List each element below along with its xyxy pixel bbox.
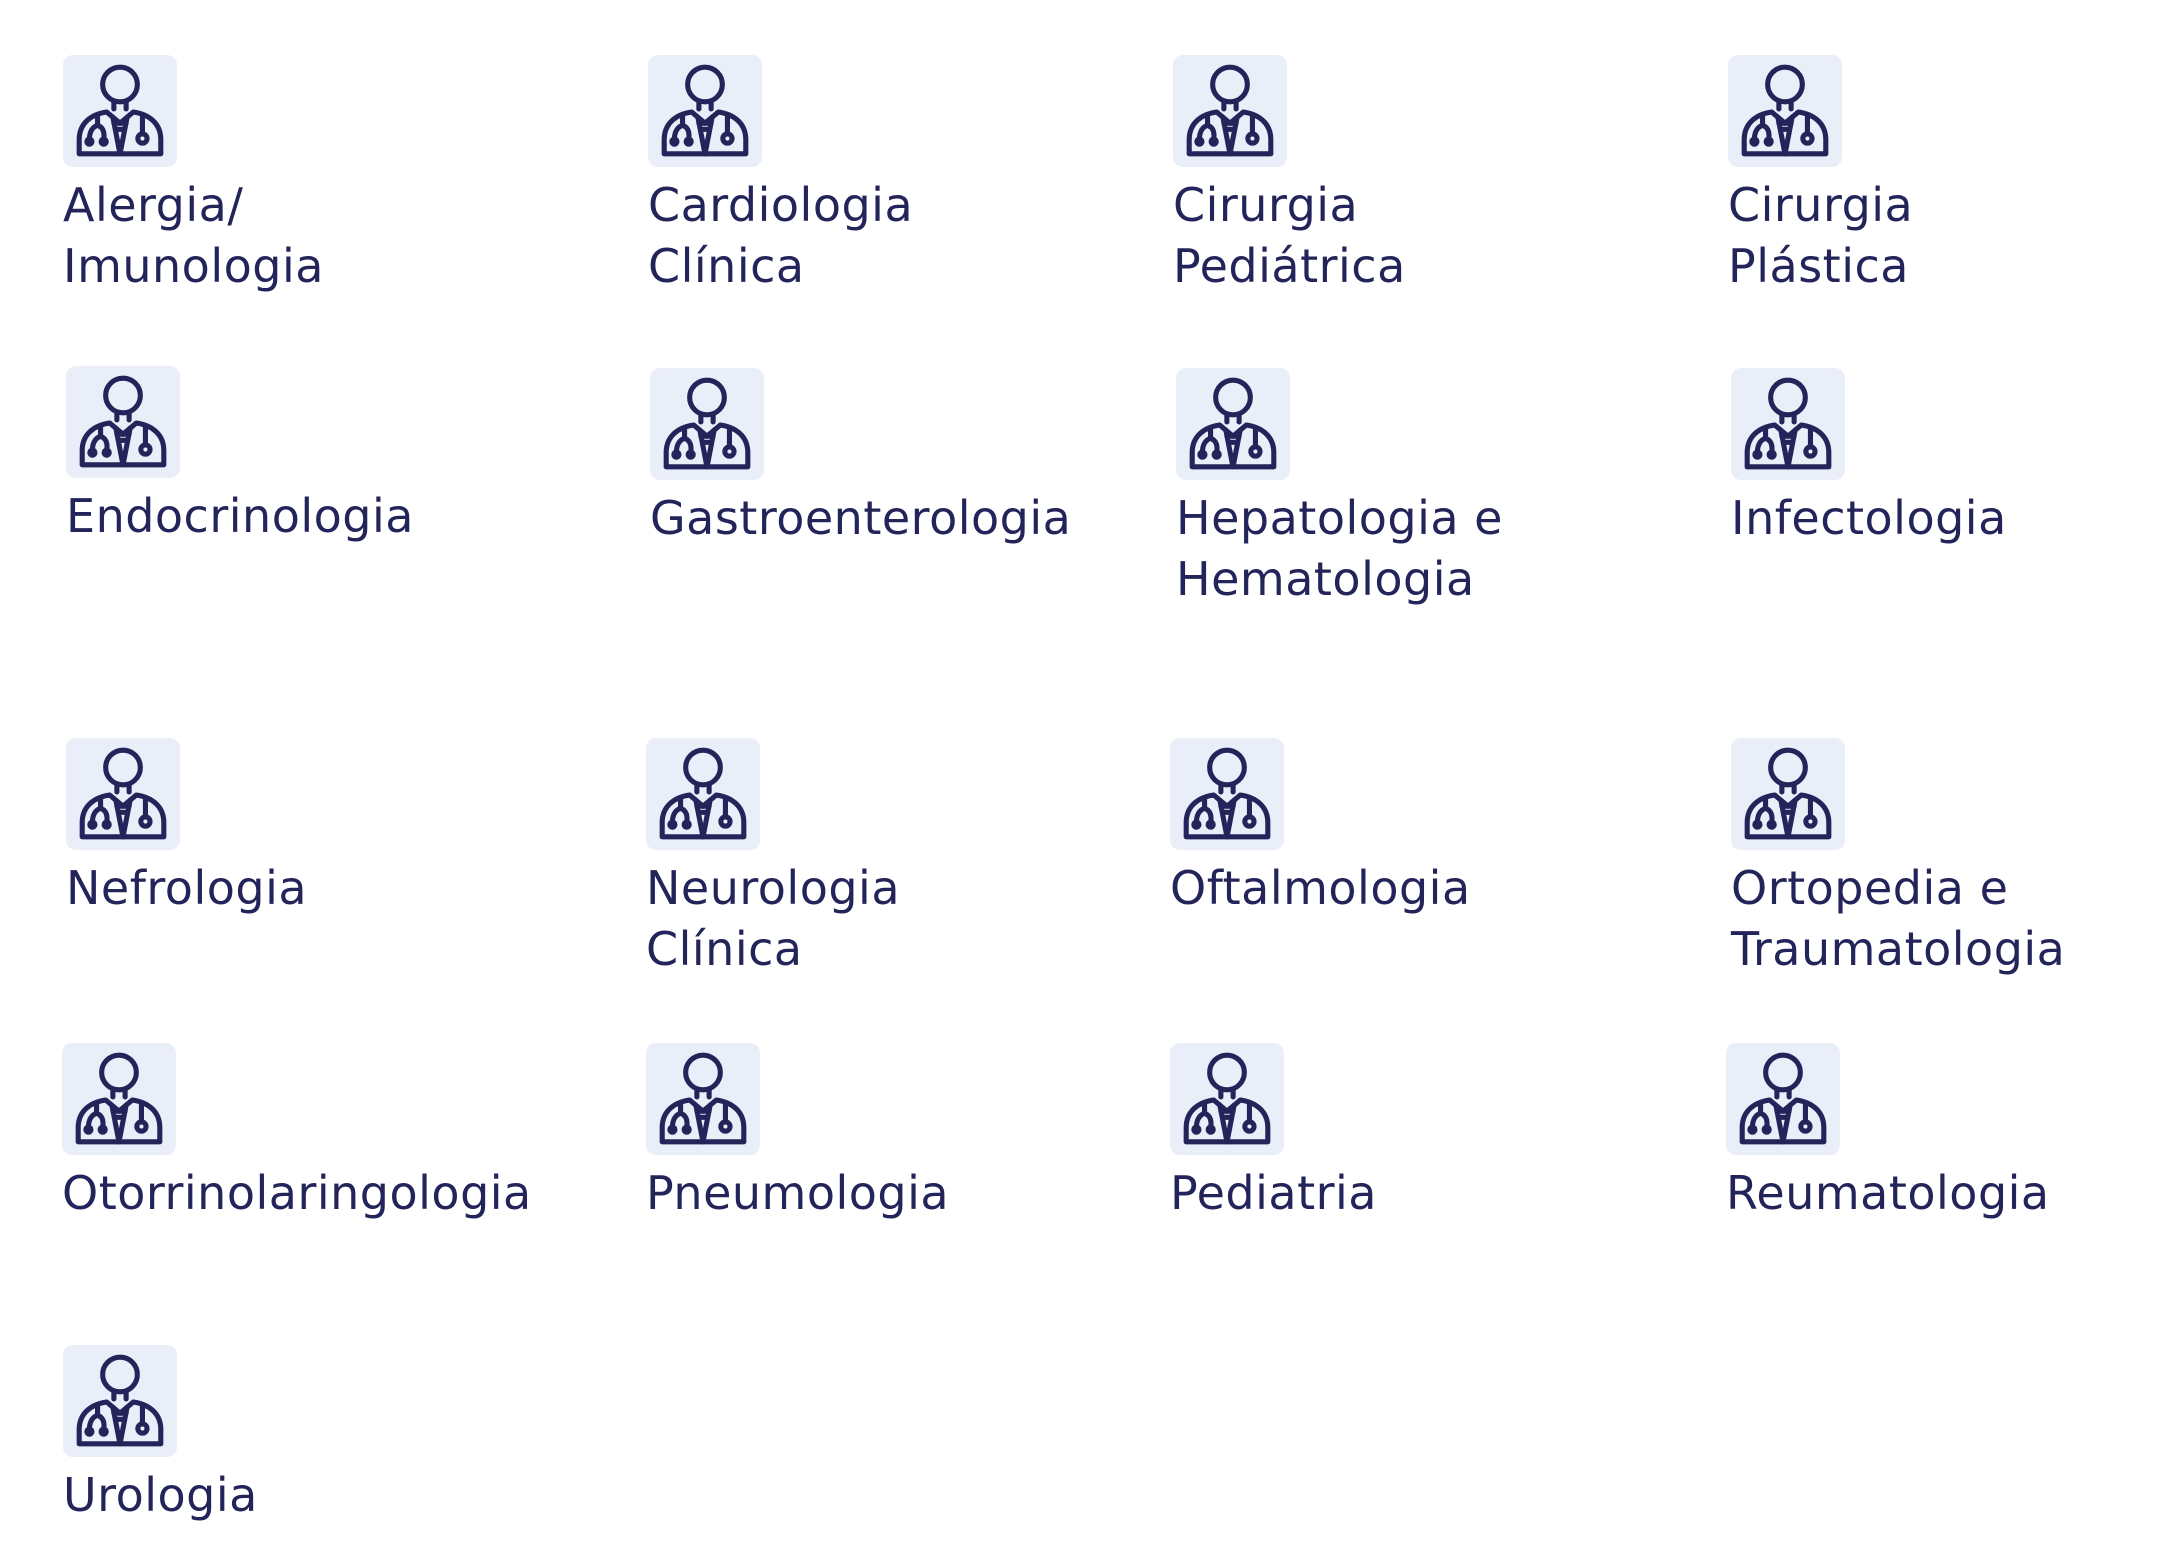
specialty-item[interactable]: Cardiologia Clínica [648, 55, 1168, 297]
doctor-icon-graphic [1183, 747, 1271, 840]
specialty-label: Endocrinologia [66, 489, 414, 543]
doctor-icon [66, 738, 180, 850]
doctor-icon-graphic [79, 747, 167, 840]
specialty-item[interactable]: Endocrinologia [66, 366, 586, 547]
doctor-icon-graphic [1739, 1052, 1827, 1145]
doctor-icon-graphic [1183, 1052, 1271, 1145]
doctor-icon [1176, 368, 1290, 480]
doctor-icon-graphic [1744, 377, 1832, 470]
specialty-item[interactable]: Gastroenterologia [650, 368, 1170, 549]
specialty-label: Reumatologia [1726, 1166, 2050, 1220]
specialty-label: Infectologia [1731, 491, 2007, 545]
specialty-label: Otorrinolaringologia [62, 1166, 532, 1220]
doctor-icon-graphic [76, 64, 164, 157]
specialty-label: Oftalmologia [1170, 861, 1471, 915]
doctor-icon [648, 55, 762, 167]
specialty-item[interactable]: Pneumologia [646, 1043, 1166, 1224]
doctor-icon-graphic [663, 377, 751, 470]
specialty-item[interactable]: Alergia/ Imunologia [63, 55, 583, 297]
doctor-icon [1731, 738, 1845, 850]
doctor-icon [1726, 1043, 1840, 1155]
specialty-item[interactable]: Cirurgia Pediátrica [1173, 55, 1693, 297]
doctor-icon [1170, 738, 1284, 850]
doctor-icon [646, 738, 760, 850]
specialty-label: Nefrologia [66, 861, 308, 915]
specialty-label: Pneumologia [646, 1166, 950, 1220]
specialty-item[interactable]: Ortopedia e Traumatologia [1731, 738, 2164, 980]
specialty-item[interactable]: Otorrinolaringologia [62, 1043, 582, 1224]
specialty-item[interactable]: Cirurgia Plástica [1728, 55, 2164, 297]
doctor-icon-graphic [79, 375, 167, 468]
doctor-icon [1170, 1043, 1284, 1155]
doctor-icon [1173, 55, 1287, 167]
specialty-item[interactable]: Hepatologia e Hematologia [1176, 368, 1696, 610]
specialty-item[interactable]: Neurologia Clínica [646, 738, 1166, 980]
doctor-icon [63, 55, 177, 167]
specialty-label: Hepatologia e Hematologia [1176, 491, 1503, 606]
doctor-icon [62, 1043, 176, 1155]
doctor-icon-graphic [1744, 747, 1832, 840]
doctor-icon [650, 368, 764, 480]
specialty-item[interactable]: Infectologia [1731, 368, 2164, 549]
specialty-label: Urologia [63, 1468, 258, 1522]
doctor-icon [66, 366, 180, 478]
specialty-item[interactable]: Nefrologia [66, 738, 586, 919]
specialty-item[interactable]: Oftalmologia [1170, 738, 1690, 919]
specialty-label: Pediatria [1170, 1166, 1377, 1220]
doctor-icon-graphic [1741, 64, 1829, 157]
specialty-item[interactable]: Urologia [63, 1345, 583, 1526]
doctor-icon-graphic [659, 747, 747, 840]
doctor-icon-graphic [75, 1052, 163, 1145]
doctor-icon-graphic [661, 64, 749, 157]
specialty-label: Cardiologia Clínica [648, 178, 914, 293]
specialty-label: Cirurgia Plástica [1728, 178, 1914, 293]
doctor-icon-graphic [1186, 64, 1274, 157]
doctor-icon-graphic [1189, 377, 1277, 470]
specialty-label: Ortopedia e Traumatologia [1731, 861, 2066, 976]
doctor-icon [63, 1345, 177, 1457]
specialty-label: Cirurgia Pediátrica [1173, 178, 1406, 293]
specialty-item[interactable]: Reumatologia [1726, 1043, 2164, 1224]
doctor-icon [1731, 368, 1845, 480]
specialty-label: Gastroenterologia [650, 491, 1072, 545]
specialty-label: Neurologia Clínica [646, 861, 901, 976]
doctor-icon [1728, 55, 1842, 167]
doctor-icon [646, 1043, 760, 1155]
specialty-item[interactable]: Pediatria [1170, 1043, 1690, 1224]
doctor-icon-graphic [76, 1354, 164, 1447]
specialty-label: Alergia/ Imunologia [63, 178, 324, 293]
doctor-icon-graphic [659, 1052, 747, 1145]
